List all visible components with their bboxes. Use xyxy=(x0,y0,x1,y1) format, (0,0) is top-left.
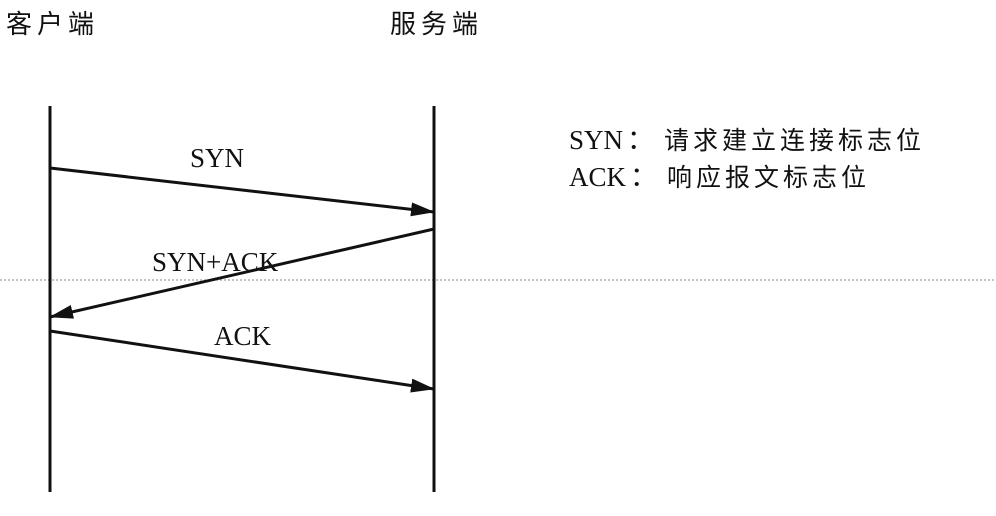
server-label: 服务端 xyxy=(390,10,484,40)
syn-ack-label: SYN+ACK xyxy=(152,247,279,277)
legend-description: 响应报文标志位 xyxy=(667,163,871,192)
client-label: 客户端 xyxy=(6,10,100,40)
legend-key: SYN xyxy=(569,125,624,155)
legend-separator: ： xyxy=(627,125,655,156)
legend-description: 请求建立连接标志位 xyxy=(664,126,926,155)
legend-item-ack: ACK： 响应报文标志位 xyxy=(569,162,871,193)
syn-ack-arrow xyxy=(49,227,435,319)
ack-arrow xyxy=(49,329,435,393)
syn-arrow xyxy=(49,166,435,217)
syn-label: SYN xyxy=(190,143,244,173)
legend-separator: ： xyxy=(630,162,658,193)
legend-key: ACK xyxy=(569,162,627,192)
ack-label: ACK xyxy=(214,321,272,351)
legend-item-syn: SYN： 请求建立连接标志位 xyxy=(569,125,926,156)
